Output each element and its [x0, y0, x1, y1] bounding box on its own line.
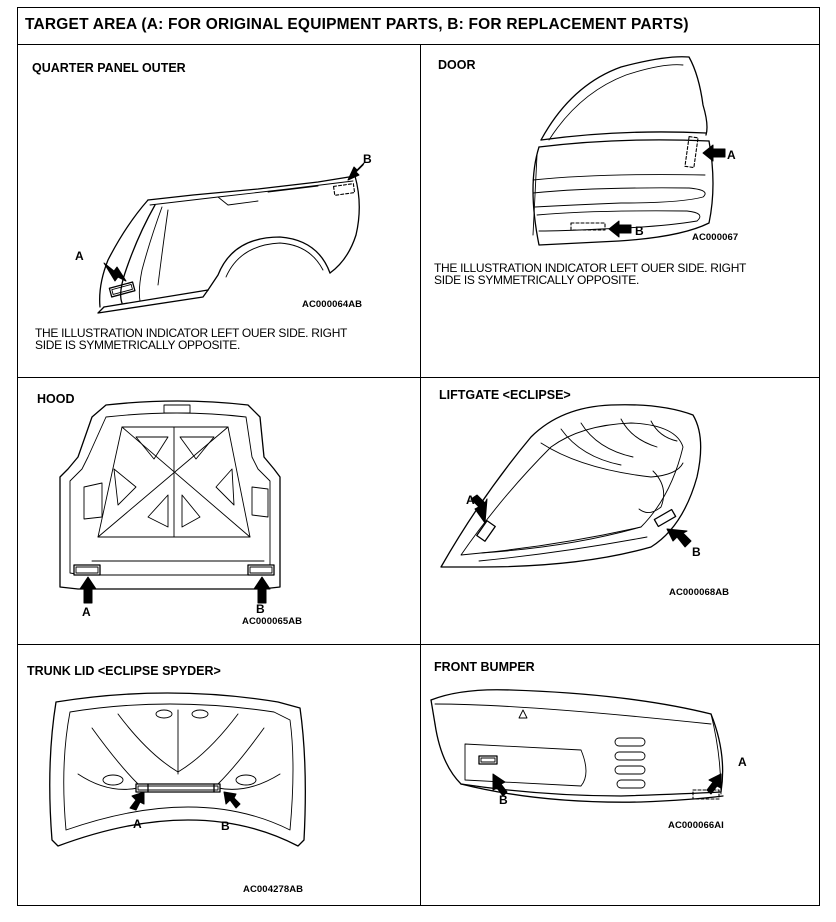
liftgate-title: LIFTGATE <ECLIPSE>: [439, 388, 571, 402]
front-bumper-code: AC000066AI: [668, 820, 724, 831]
hood-label-a: A: [82, 605, 91, 619]
hood-label-b: B: [256, 602, 265, 616]
trunk-lid-illustration: [49, 692, 306, 847]
front-bumper-label-b: B: [499, 793, 508, 807]
hood-cell: HOOD: [18, 377, 420, 644]
trunk-lid-title: TRUNK LID <ECLIPSE SPYDER>: [27, 664, 221, 678]
door-label-b: B: [635, 224, 644, 238]
door-note-line-1: THE ILLUSTRATION INDICATOR LEFT OUER SID…: [434, 261, 747, 275]
table-header-row: TARGET AREA (A: FOR ORIGINAL EQUIPMENT P…: [18, 8, 819, 45]
door-illustration: [532, 56, 726, 246]
row-divider-1: [18, 377, 819, 378]
front-bumper-label-a: A: [738, 755, 747, 769]
front-bumper-cell: FRONT BUMPER: [421, 644, 819, 905]
liftgate-illustration: [440, 404, 702, 568]
door-label-a: A: [727, 148, 736, 162]
quarter-panel-label-a: A: [75, 249, 84, 263]
column-divider: [420, 45, 421, 905]
target-area-table: TARGET AREA (A: FOR ORIGINAL EQUIPMENT P…: [17, 7, 820, 906]
trunk-lid-label-a: A: [133, 817, 142, 831]
quarter-panel-title: QUARTER PANEL OUTER: [32, 61, 186, 75]
hood-title: HOOD: [37, 392, 75, 406]
liftgate-label-b: B: [692, 545, 701, 559]
hood-illustration: [59, 400, 281, 604]
quarter-panel-illustration: [97, 162, 365, 314]
quarter-panel-note-line-1: THE ILLUSTRATION INDICATOR LEFT OUER SID…: [35, 326, 348, 340]
door-cell: DOOR A B AC000067 THE ILLU: [421, 45, 819, 377]
liftgate-code: AC000068AB: [669, 587, 730, 598]
door-code: AC000067: [692, 232, 739, 243]
trunk-lid-label-b: B: [221, 819, 230, 833]
quarter-panel-code: AC000064AB: [302, 299, 363, 310]
front-bumper-illustration: [430, 689, 724, 803]
liftgate-label-a: A: [466, 493, 475, 507]
trunk-lid-code: AC004278AB: [243, 884, 304, 895]
row-divider-2: [18, 644, 819, 645]
liftgate-cell: LIFTGATE <ECLIPSE> A: [421, 377, 819, 644]
quarter-panel-cell: QUARTER PANEL OUTER: [18, 45, 420, 377]
door-title: DOOR: [438, 58, 476, 72]
door-note-line-2: SIDE IS SYMMETRICALLY OPPOSITE.: [434, 273, 639, 287]
quarter-panel-note-line-2: SIDE IS SYMMETRICALLY OPPOSITE.: [35, 338, 240, 352]
hood-code: AC000065AB: [242, 616, 303, 627]
front-bumper-title: FRONT BUMPER: [434, 660, 535, 674]
quarter-panel-label-b: B: [363, 152, 372, 166]
trunk-lid-cell: TRUNK LID <ECLIPSE SPYDER>: [18, 644, 420, 905]
table-title: TARGET AREA (A: FOR ORIGINAL EQUIPMENT P…: [25, 16, 689, 33]
